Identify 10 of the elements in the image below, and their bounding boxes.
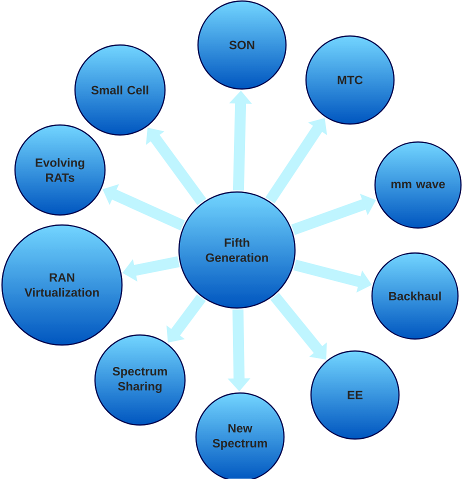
circle-node: EE	[310, 350, 400, 440]
circle-node: Small Cell	[74, 44, 166, 136]
circle-node: Spectrum Sharing	[94, 334, 186, 426]
circle-node: Backhaul	[371, 252, 459, 340]
circle-node: mm wave	[374, 141, 462, 229]
circle-node: Evolving RATs	[14, 124, 106, 216]
circle-node: Fifth Generation	[178, 191, 296, 309]
circle-node: MTC	[305, 35, 395, 125]
circle-node: SON	[197, 0, 287, 90]
circle-node: RAN Virtualization	[1, 224, 123, 346]
